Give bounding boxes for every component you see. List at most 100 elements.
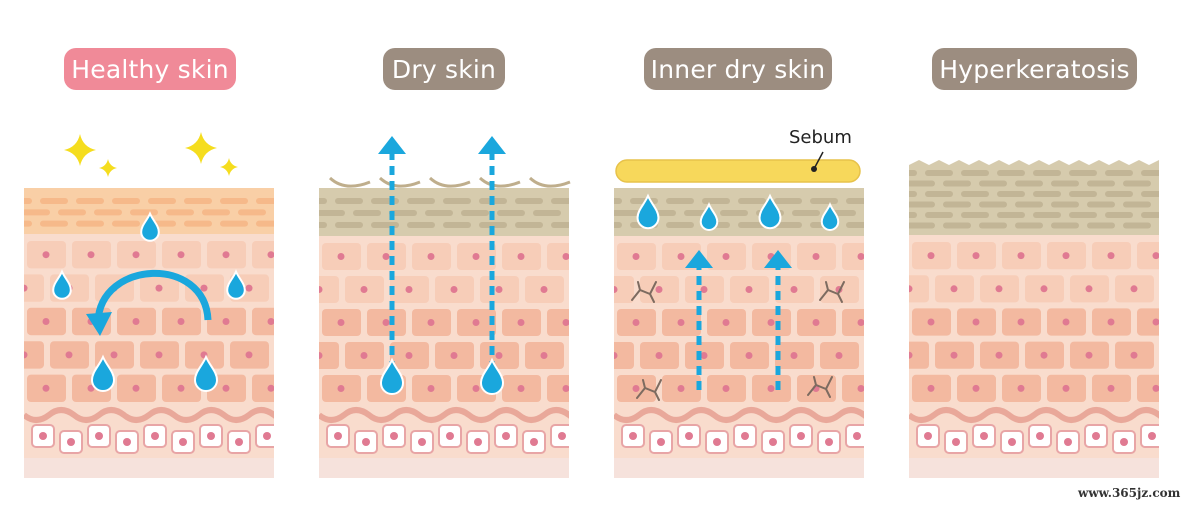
skin-scale <box>774 198 802 204</box>
lifted-flake <box>428 176 471 188</box>
skin-scale <box>256 220 274 227</box>
cell-nucleus <box>155 351 163 359</box>
title-inner-dry-skin: Inner dry skin <box>644 48 832 90</box>
sparkle-icon <box>99 159 117 177</box>
skin-scale <box>1033 191 1061 197</box>
skin-panel-hyper <box>909 160 1183 478</box>
cell-nucleus <box>562 253 569 260</box>
water-droplet-icon <box>699 202 719 231</box>
skin-cell <box>547 309 569 336</box>
cell-nucleus <box>540 286 548 293</box>
cell-nucleus <box>909 351 913 359</box>
watermark: www.365jz.com <box>1078 486 1181 500</box>
cell-nucleus <box>42 384 50 392</box>
skin-scale <box>220 198 248 204</box>
cell-nucleus <box>586 286 593 293</box>
cell-nucleus <box>222 318 230 325</box>
cell-nucleus <box>267 318 274 325</box>
skin-scale <box>533 210 561 216</box>
cell-nucleus <box>155 284 163 292</box>
cell-nucleus <box>1176 285 1183 292</box>
cell-nucleus <box>657 438 665 446</box>
cell-nucleus <box>337 319 345 326</box>
skin-scale <box>702 198 730 204</box>
skin-scale <box>943 180 971 187</box>
cell-nucleus <box>812 253 820 260</box>
cell-nucleus <box>495 286 503 293</box>
cell-nucleus <box>495 352 503 359</box>
cell-nucleus <box>1120 438 1128 446</box>
skin-scale <box>112 220 140 227</box>
cell-nucleus <box>812 319 820 326</box>
skin-scale <box>551 198 569 204</box>
cell-nucleus <box>1152 252 1159 260</box>
sparkle-icon <box>64 134 96 166</box>
skin-scale <box>148 198 176 204</box>
skin-scale <box>1105 212 1133 218</box>
cell-nucleus <box>42 251 50 259</box>
cell-nucleus <box>24 351 28 359</box>
cell-nucleus <box>87 251 95 259</box>
cell-nucleus <box>291 285 298 292</box>
skin-scale <box>1033 170 1061 176</box>
cell-nucleus <box>24 284 28 292</box>
water-droplet-icon <box>226 269 246 300</box>
circulation-arrow <box>94 269 212 323</box>
crack-mark <box>807 376 833 398</box>
cell-nucleus <box>677 385 685 392</box>
cell-nucleus <box>132 318 140 325</box>
skin-scale <box>443 222 471 228</box>
crack-mark <box>636 379 662 401</box>
skin-scale <box>614 198 622 204</box>
skin-scale <box>24 198 32 204</box>
cell-nucleus <box>405 352 413 359</box>
cell-nucleus <box>685 432 693 440</box>
arrow-head-icon <box>86 312 112 336</box>
cell-nucleus <box>713 438 721 446</box>
skin-scale <box>997 170 1025 176</box>
cell-nucleus <box>245 351 253 359</box>
skin-scale <box>1123 180 1151 187</box>
cell-nucleus <box>1152 384 1159 392</box>
skin-panel-inner <box>614 151 904 478</box>
cell-nucleus <box>132 384 140 392</box>
cell-nucleus <box>1017 318 1025 326</box>
cell-nucleus <box>677 319 685 326</box>
cell-nucleus <box>337 253 345 260</box>
title-hyperkeratosis: Hyperkeratosis <box>932 48 1137 90</box>
skin-scale <box>1015 201 1043 208</box>
cell-nucleus <box>767 385 775 392</box>
skin-scale <box>335 222 363 228</box>
lifted-flake <box>528 176 571 188</box>
cell-nucleus <box>745 352 753 359</box>
cell-nucleus <box>95 432 103 440</box>
cell-nucleus <box>427 253 435 260</box>
cell-nucleus <box>177 251 185 259</box>
cell-nucleus <box>263 432 271 440</box>
skin-scale <box>40 198 68 204</box>
cell-nucleus <box>446 432 454 440</box>
cell-nucleus <box>65 351 73 359</box>
cell-nucleus <box>1036 432 1044 440</box>
cell-nucleus <box>474 438 482 446</box>
skin-scale <box>319 210 345 216</box>
skin-scale <box>1141 212 1159 218</box>
cell-nucleus <box>245 284 253 292</box>
skin-scale <box>1141 191 1159 197</box>
skin-scale <box>1105 170 1133 176</box>
cell-nucleus <box>267 251 274 259</box>
skin-scale <box>614 210 640 216</box>
skin-cell <box>319 342 339 369</box>
skin-scale <box>256 198 274 204</box>
skin-cell <box>842 309 864 336</box>
cell-nucleus <box>177 384 185 392</box>
skin-cell <box>275 274 314 301</box>
skin-cell <box>865 276 904 303</box>
dermis-layer <box>319 458 569 478</box>
cell-nucleus <box>927 318 935 326</box>
skin-cell <box>547 375 569 402</box>
cell-nucleus <box>337 385 345 392</box>
skin-cell <box>909 341 929 369</box>
cell-nucleus <box>517 385 525 392</box>
